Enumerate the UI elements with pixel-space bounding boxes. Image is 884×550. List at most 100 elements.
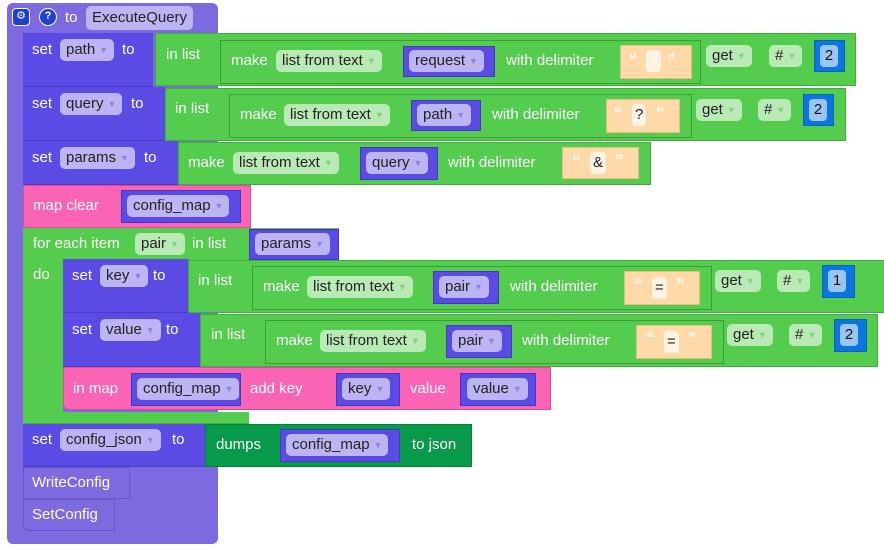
source-variable-dropdown[interactable]: request▼ [409,50,484,72]
with-delimiter-label: with delimiter [522,332,610,349]
make-mode-value: list from text [282,52,363,69]
chevron-down-icon: ▼ [170,239,179,250]
variable-dropdown-config-json[interactable]: config_json▼ [60,429,161,451]
for-each-spine [23,260,63,412]
in-list-label: in list [166,46,201,63]
delimiter-field[interactable] [646,50,661,72]
map-variable-dropdown[interactable]: config_map▼ [286,434,389,456]
key-variable-dropdown[interactable]: key▼ [342,378,391,400]
index-field[interactable]: 1 [828,270,846,292]
variable-name: config_map [143,380,221,397]
variable-dropdown-key[interactable]: key▼ [100,265,149,287]
help-icon[interactable]: ? [39,8,57,26]
to-label: to [166,321,179,338]
chevron-down-icon: ▼ [214,201,224,212]
map-variable-dropdown[interactable]: config_map▼ [137,378,240,400]
make-mode-dropdown[interactable]: list from text▼ [233,152,339,174]
get-mode-value: get [733,326,754,343]
chevron-down-icon: ▼ [375,384,385,395]
delimiter-field[interactable]: ? [632,104,647,126]
chevron-down-icon: ▼ [487,336,496,347]
index-mode-dropdown[interactable]: #▼ [758,99,792,121]
variable-dropdown-params[interactable]: params▼ [60,147,135,169]
list-variable-dropdown[interactable]: params▼ [255,233,330,255]
make-label: make [240,106,277,123]
index-field[interactable]: 2 [820,45,838,67]
index-mode-dropdown[interactable]: #▼ [769,45,803,67]
index-field[interactable]: 2 [840,324,858,346]
delimiter-field[interactable]: = [652,277,667,299]
chevron-down-icon: ▼ [410,336,420,347]
variable-name: config_map [292,436,370,453]
chevron-down-icon: ▼ [397,282,407,293]
source-variable-dropdown[interactable]: pair▼ [439,276,489,298]
variable-name: params [261,235,312,252]
chevron-down-icon: ▼ [512,384,522,395]
procedure-to-label: to [65,9,78,26]
make-mode-value: list from text [239,154,320,171]
variable-dropdown-value[interactable]: value▼ [100,319,161,341]
variable-name: query [66,95,104,112]
chevron-down-icon: ▼ [757,330,767,341]
set-label: set [32,149,53,166]
dumps-label: dumps [216,436,262,453]
chevron-down-icon: ▼ [474,282,483,293]
delimiter-field[interactable]: & [590,152,607,174]
value-variable-dropdown[interactable]: value▼ [467,378,528,400]
delimiter-field[interactable]: = [664,331,679,353]
make-mode-value: list from text [313,278,394,295]
get-mode-dropdown[interactable]: get▼ [727,324,773,346]
item-variable-field[interactable]: pair▼ [135,233,185,255]
map-clear-label: map clear [33,197,99,214]
index-mode-dropdown[interactable]: #▼ [789,324,823,346]
make-label: make [276,332,313,349]
call-label: WriteConfig [32,474,111,491]
source-variable-dropdown[interactable]: path▼ [417,104,472,126]
variable-dropdown-query[interactable]: query▼ [60,93,123,115]
call-set-config-block[interactable] [23,499,115,531]
chevron-down-icon: ▼ [323,158,333,169]
make-mode-value: list from text [326,332,407,349]
variable-name: request [415,52,466,69]
index-mode-value: # [775,47,784,64]
make-mode-dropdown[interactable]: list from text▼ [284,104,390,126]
procedure-name-field[interactable]: ExecuteQuery [86,6,194,30]
get-mode-dropdown[interactable]: get▼ [696,99,742,121]
variable-name: config_json [66,431,142,448]
make-mode-dropdown[interactable]: list from text▼ [320,330,426,352]
with-delimiter-label: with delimiter [506,52,594,69]
make-mode-dropdown[interactable]: list from text▼ [276,50,382,72]
variable-name: path [423,106,453,123]
index-field[interactable]: 2 [809,99,827,121]
open-quote-icon: “ [634,275,643,294]
call-label: SetConfig [32,506,98,523]
variable-name: path [66,41,96,58]
variable-name: pair [445,278,471,295]
source-variable-dropdown[interactable]: pair▼ [452,330,502,352]
map-variable-dropdown[interactable]: config_map▼ [127,195,230,217]
with-delimiter-label: with delimiter [448,154,536,171]
chevron-down-icon: ▼ [374,110,384,121]
chevron-down-icon: ▼ [456,110,466,121]
index-mode-dropdown[interactable]: #▼ [777,270,811,292]
call-write-config-block[interactable] [23,467,130,499]
get-mode-dropdown[interactable]: get▼ [715,270,761,292]
to-json-label: to json [412,436,457,453]
chevron-down-icon: ▼ [120,153,129,164]
chevron-down-icon: ▼ [145,435,155,446]
chevron-down-icon: ▼ [315,239,324,250]
get-mode-dropdown[interactable]: get▼ [706,45,752,67]
close-quote-icon: ” [688,329,697,348]
make-mode-value: list from text [290,106,371,123]
gear-icon[interactable]: ⚙ [12,8,30,26]
variable-dropdown-path[interactable]: path▼ [60,39,115,61]
open-quote-icon: “ [646,329,655,348]
source-variable-dropdown[interactable]: query▼ [366,152,429,174]
for-each-footer [23,412,249,424]
make-mode-dropdown[interactable]: list from text▼ [307,276,413,298]
to-label: to [144,149,157,166]
chevron-down-icon: ▼ [133,271,143,282]
variable-name: config_map [133,197,211,214]
make-label: make [188,154,225,171]
chevron-down-icon: ▼ [145,325,155,336]
